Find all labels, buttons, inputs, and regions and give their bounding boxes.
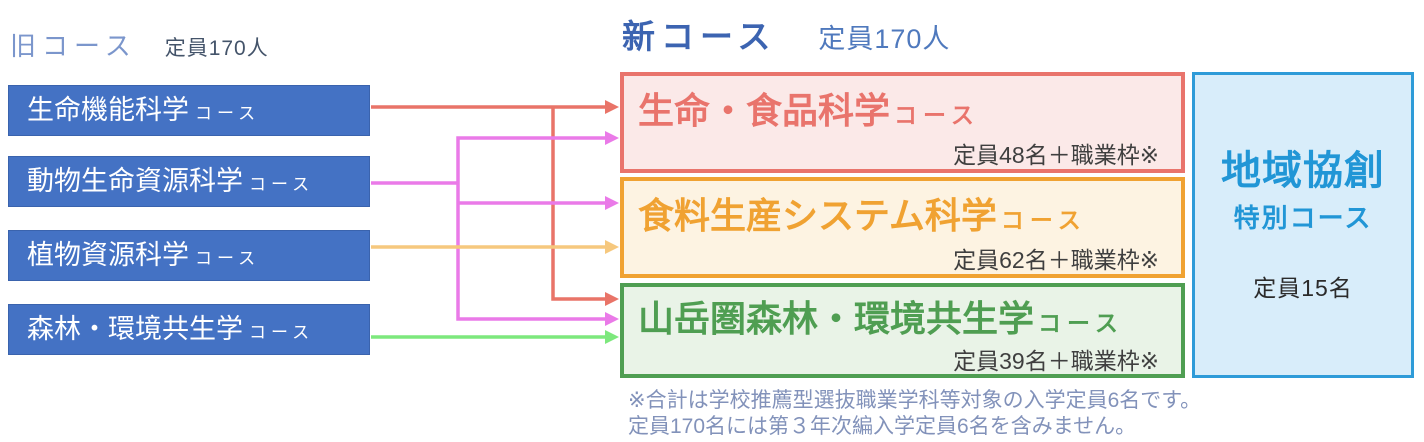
old-section-header: 旧コース 定員170人 (10, 26, 269, 63)
new-course-name: 食料生産システム科学 (638, 195, 997, 236)
new-section-title: 新コース (622, 18, 777, 55)
special-course-subtitle: 特別コース (1233, 202, 1373, 233)
old-course-plant-resource-science: 植物資源科学 コース (8, 230, 370, 281)
new-course-suffix: コース (1038, 310, 1124, 336)
old-course-name: 生命機能科学 (27, 95, 189, 125)
arrowhead-animal-to-food-production (605, 196, 619, 210)
new-course-mountain-forest-environment-symbiosis: 山岳圏森林・環境共生学 コース 定員39名＋職業枠※ (620, 283, 1185, 378)
old-course-animal-life-resource-science: 動物生命資源科学 コース (8, 156, 370, 207)
new-course-capacity: 定員39名＋職業枠※ (953, 348, 1159, 374)
new-section-capacity: 定員170人 (818, 24, 951, 54)
special-course-title: 地域協創 (1221, 148, 1385, 193)
new-course-life-food-science: 生命・食品科学 コース 定員48名＋職業枠※ (620, 72, 1185, 173)
new-course-suffix: コース (894, 102, 980, 128)
old-course-suffix: コース (249, 175, 315, 194)
new-course-capacity: 定員48名＋職業枠※ (953, 142, 1159, 168)
new-course-capacity: 定員62名＋職業枠※ (953, 247, 1159, 273)
footnote: ※合計は学校推薦型選抜職業学科等対象の入学定員6名です。 定員170名には第３年… (628, 388, 1201, 440)
new-section-header: 新コース 定員170人 (622, 10, 950, 58)
new-course-name: 山岳圏森林・環境共生学 (638, 298, 1035, 339)
old-course-name: 植物資源科学 (27, 240, 189, 270)
old-course-name: 動物生命資源科学 (27, 166, 243, 196)
arrowhead-animal-to-life-food (605, 131, 619, 145)
arrowhead-life-functional-to-mountain-forest (605, 292, 619, 306)
new-course-suffix: コース (1000, 207, 1087, 233)
old-section-capacity: 定員170人 (164, 37, 269, 60)
arrowhead-plant-to-food-production (605, 240, 619, 254)
arrowhead-forest-to-mountain-forest (605, 330, 619, 344)
arrow-life-functional-to-mountain-forest (551, 107, 606, 301)
arrowhead-animal-to-mountain-forest (605, 312, 619, 326)
old-section-title: 旧コース (10, 31, 137, 61)
footnote-line2: 定員170名には第３年次編入学定員6名を含みません。 (628, 415, 1137, 438)
old-course-suffix: コース (249, 323, 315, 342)
arrow-animal-to-life-food-and-mountain (456, 136, 606, 321)
old-course-life-functional-science: 生命機能科学 コース (8, 85, 370, 136)
new-course-food-production-system-science: 食料生産システム科学 コース 定員62名＋職業枠※ (620, 177, 1185, 278)
footnote-line1: ※合計は学校推薦型選抜職業学科等対象の入学定員6名です。 (628, 389, 1202, 412)
old-course-suffix: コース (195, 249, 261, 268)
arrowhead-life-functional-to-life-food (605, 100, 619, 114)
new-course-name: 生命・食品科学 (638, 90, 891, 131)
special-course-regional-cocreation: 地域協創 特別コース 定員15名 (1192, 72, 1414, 378)
old-course-suffix: コース (195, 104, 261, 123)
special-course-capacity: 定員15名 (1253, 274, 1353, 301)
old-course-forest-environment-symbiosis: 森林・環境共生学 コース (8, 304, 370, 355)
old-course-name: 森林・環境共生学 (27, 314, 243, 344)
